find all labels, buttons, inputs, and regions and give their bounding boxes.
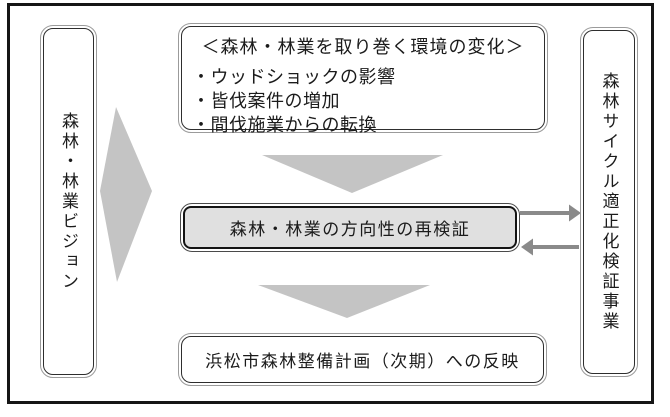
environment-changes-item: ・ウッドショックの影響: [192, 67, 396, 87]
outer-frame: [7, 3, 654, 404]
vision-panel: 森林・林業ビジョン: [40, 25, 97, 378]
plan-reflection-box-inner: 浜松市森林整備計画（次期）への反映: [181, 336, 544, 383]
plan-reflection-box: 浜松市森林整備計画（次期）への反映: [178, 333, 547, 386]
cycle-project-panel-label: 森林サイクル適正化検証事業: [599, 72, 619, 332]
reexamination-box: 森林・林業の方向性の再検証: [180, 203, 520, 252]
cycle-project-panel-inner: 森林サイクル適正化検証事業: [583, 30, 635, 374]
reexamination-box-inner: 森林・林業の方向性の再検証: [183, 206, 517, 249]
vision-panel-label: 森林・林業ビジョン: [59, 111, 78, 292]
vision-panel-inner: 森林・林業ビジョン: [43, 28, 94, 375]
plan-reflection-box-label: 浜松市森林整備計画（次期）への反映: [205, 352, 520, 371]
environment-changes-item: ・皆伐案件の増加: [192, 91, 340, 111]
environment-changes-box-inner: ＜森林・林業を取り巻く環境の変化＞ ・ウッドショックの影響 ・皆伐案件の増加 ・…: [181, 26, 545, 135]
cycle-project-panel: 森林サイクル適正化検証事業: [580, 27, 638, 377]
environment-changes-title: ＜森林・林業を取り巻く環境の変化＞: [201, 37, 525, 57]
reexamination-box-label: 森林・林業の方向性の再検証: [229, 220, 471, 239]
environment-changes-item: ・間伐施業からの転換: [192, 115, 377, 135]
environment-changes-box: ＜森林・林業を取り巻く環境の変化＞ ・ウッドショックの影響 ・皆伐案件の増加 ・…: [178, 23, 548, 135]
